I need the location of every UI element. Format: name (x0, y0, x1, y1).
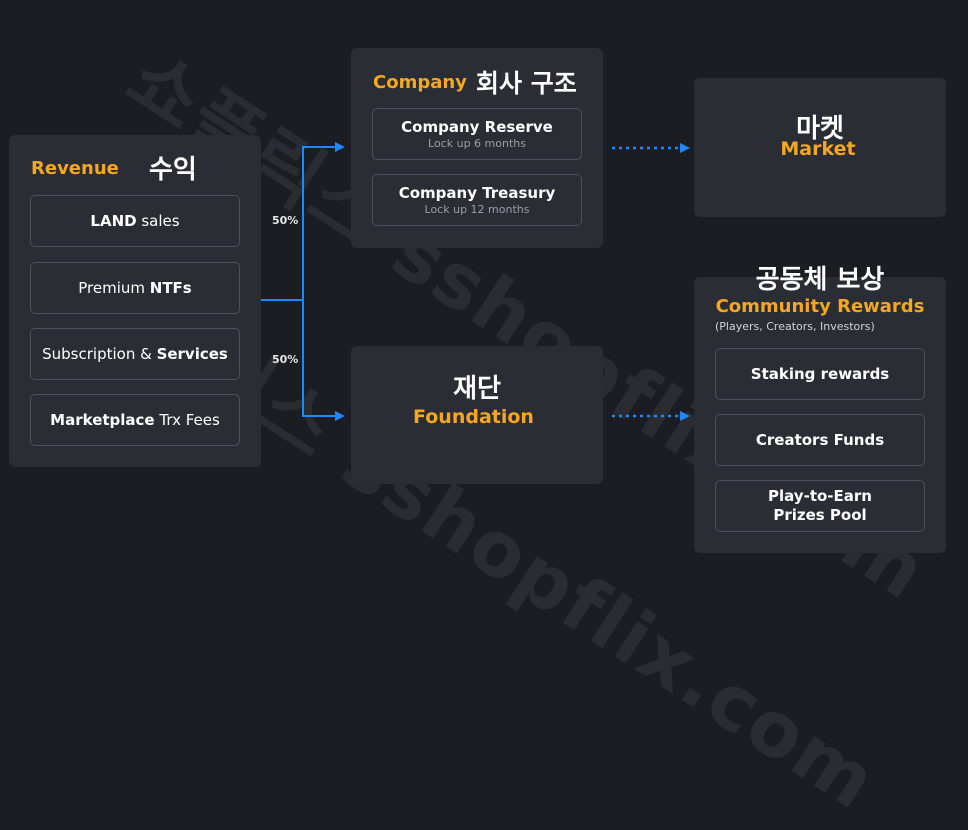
community-subtitle: (Players, Creators, Investors) (715, 320, 875, 333)
foundation-panel: 재단 Foundation (351, 346, 603, 484)
revenue-item-bold: Marketplace (50, 410, 155, 429)
company-panel: Company 회사 구조 Company Reserve Lock up 6 … (351, 48, 603, 248)
company-title: Company (373, 72, 467, 93)
company-reserve-label: Company Reserve (401, 118, 553, 136)
community-panel (694, 277, 946, 553)
market-panel: 마켓 Market (694, 78, 946, 217)
revenue-item-text: Premium (78, 278, 150, 297)
company-reserve-box: Company Reserve Lock up 6 months (372, 108, 582, 160)
community-title: Community Rewards (715, 296, 925, 317)
company-treasury-box: Company Treasury Lock up 12 months (372, 174, 582, 226)
community-item-label: Creators Funds (755, 430, 885, 449)
revenue-item-bold: Services (156, 344, 228, 363)
community-item-label: Play-to-Earn Prizes Pool (768, 487, 872, 524)
company-treasury-lockup: Lock up 12 months (424, 203, 530, 216)
revenue-title-kr: 수익 (149, 155, 197, 185)
revenue-item-text: Trx Fees (154, 410, 220, 429)
revenue-item-bold: NTFs (149, 278, 192, 297)
connector-lines (261, 142, 690, 421)
community-title-kr: 공동체 보상 (755, 265, 885, 295)
revenue-title: Revenue (31, 158, 119, 179)
revenue-item-marketplace-fees: Marketplace Trx Fees (30, 394, 240, 446)
community-item-staking: Staking rewards (715, 348, 925, 400)
market-title: Market (780, 138, 856, 160)
split-label-top: 50% (272, 214, 299, 227)
company-title-kr: 회사 구조 (476, 69, 577, 98)
company-branch-arrow (302, 142, 345, 300)
foundation-title-kr: 재단 (453, 374, 501, 404)
revenue-item-premium-ntfs: Premium NTFs (30, 262, 240, 314)
revenue-item-land-sales: LAND sales (30, 195, 240, 247)
revenue-item-bold: LAND (90, 211, 137, 230)
revenue-panel: Revenue 수익 LAND sales Premium NTFs Subsc… (9, 135, 261, 467)
revenue-item-text: sales (136, 211, 180, 230)
foundation-branch-arrow (302, 300, 345, 421)
community-item-creators: Creators Funds (715, 414, 925, 466)
revenue-item-text: Subscription & (42, 344, 157, 363)
company-treasury-label: Company Treasury (398, 184, 556, 202)
market-title-kr: 마켓 (796, 114, 844, 144)
split-label-bottom: 50% (272, 353, 299, 366)
community-item-play-to-earn: Play-to-Earn Prizes Pool (715, 480, 925, 532)
revenue-item-subscription-services: Subscription & Services (30, 328, 240, 380)
community-item-label: Staking rewards (750, 364, 890, 383)
foundation-title: Foundation (413, 406, 534, 428)
company-reserve-lockup: Lock up 6 months (428, 137, 526, 150)
